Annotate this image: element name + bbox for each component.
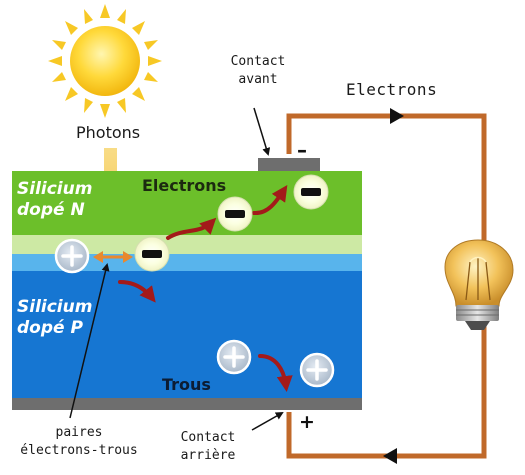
current-arrow-top [390, 108, 404, 124]
pairs-line-1: paires [55, 425, 103, 440]
pair-separation-arrow [93, 251, 133, 263]
hole [216, 339, 252, 375]
pairs-line-2: électrons-trous [20, 443, 138, 458]
front-contact-line-2: avant [238, 72, 278, 87]
back-contact-label: Contact arrière [170, 429, 246, 465]
front-contact-label: Contact avant [220, 53, 296, 89]
hole [54, 238, 90, 274]
photons-label: Photons [76, 123, 141, 142]
circuit-electrons-label: Electrons [346, 80, 438, 99]
back-contact-line-2: arrière [180, 448, 236, 463]
p-layer-line-1: Silicium [17, 297, 93, 317]
pointer-pairs [69, 263, 110, 419]
electron [293, 174, 329, 210]
electrons-label: Electrons [142, 176, 227, 195]
charge-flow-arrows [118, 185, 293, 392]
n-layer-label: Silicium dopé N [17, 179, 92, 221]
current-arrow-bottom [383, 448, 397, 464]
back-contact [12, 398, 362, 410]
light-bulb-icon [444, 239, 514, 330]
front-contact [258, 158, 320, 171]
p-layer-line-2: dopé P [17, 318, 83, 338]
pairs-label: paires électrons-trous [4, 424, 154, 460]
back-contact-line-1: Contact [180, 430, 236, 445]
n-layer-line-2: dopé N [17, 200, 85, 220]
negative-terminal-sign: – [297, 138, 307, 162]
holes-label: Trous [162, 375, 211, 394]
positive-terminal-sign: + [299, 411, 315, 433]
sun-icon [48, 4, 162, 118]
p-layer-label: Silicium dopé P [17, 297, 92, 339]
pointer-front-contact [253, 107, 271, 156]
electron [217, 196, 253, 232]
n-layer-line-1: Silicium [17, 179, 93, 199]
electron [134, 236, 170, 272]
front-contact-line-1: Contact [230, 54, 286, 69]
junction-light-band [12, 235, 362, 254]
pointer-back-contact [251, 412, 284, 431]
hole [299, 352, 335, 388]
